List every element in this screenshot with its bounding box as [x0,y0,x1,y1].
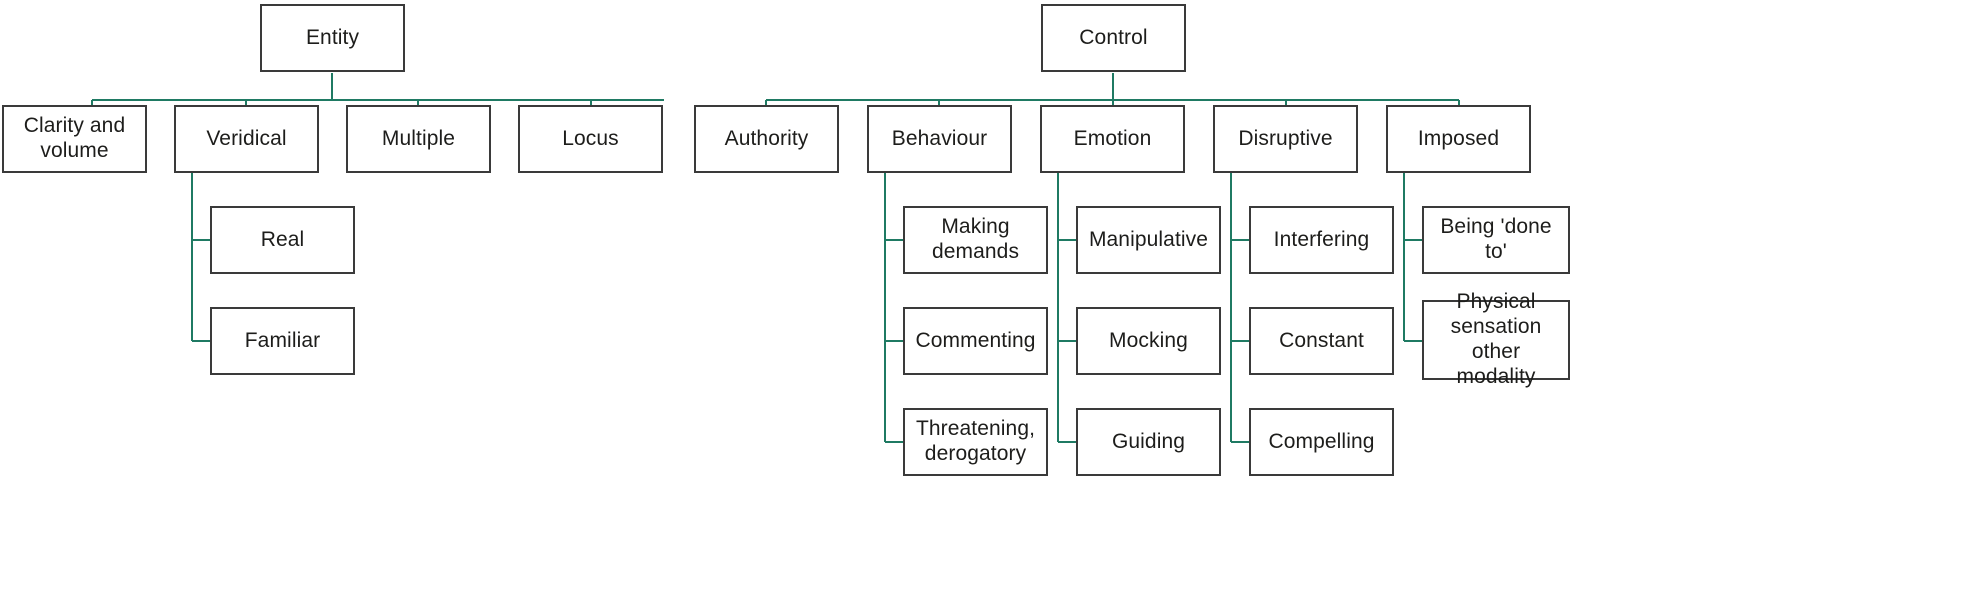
node-veridical[interactable]: Veridical [174,105,319,173]
node-entity[interactable]: Entity [260,4,405,72]
node-threatening-derogatory[interactable]: Threatening, derogatory [903,408,1048,476]
node-real[interactable]: Real [210,206,355,274]
node-familiar[interactable]: Familiar [210,307,355,375]
node-constant[interactable]: Constant [1249,307,1394,375]
node-making-demands[interactable]: Making demands [903,206,1048,274]
node-being-done-to[interactable]: Being 'done to' [1422,206,1570,274]
node-interfering[interactable]: Interfering [1249,206,1394,274]
node-control[interactable]: Control [1041,4,1186,72]
node-compelling[interactable]: Compelling [1249,408,1394,476]
node-emotion[interactable]: Emotion [1040,105,1185,173]
node-imposed[interactable]: Imposed [1386,105,1531,173]
node-commenting[interactable]: Commenting [903,307,1048,375]
node-locus[interactable]: Locus [518,105,663,173]
node-multiple[interactable]: Multiple [346,105,491,173]
node-authority[interactable]: Authority [694,105,839,173]
node-physical-sensation-other-modality[interactable]: Physical sensation other modality [1422,290,1570,388]
node-disruptive[interactable]: Disruptive [1213,105,1358,173]
node-manipulative[interactable]: Manipulative [1076,206,1221,274]
node-clarity-and-volume[interactable]: Clarity and volume [2,105,147,173]
node-behaviour[interactable]: Behaviour [867,105,1012,173]
node-guiding[interactable]: Guiding [1076,408,1221,476]
node-mocking[interactable]: Mocking [1076,307,1221,375]
